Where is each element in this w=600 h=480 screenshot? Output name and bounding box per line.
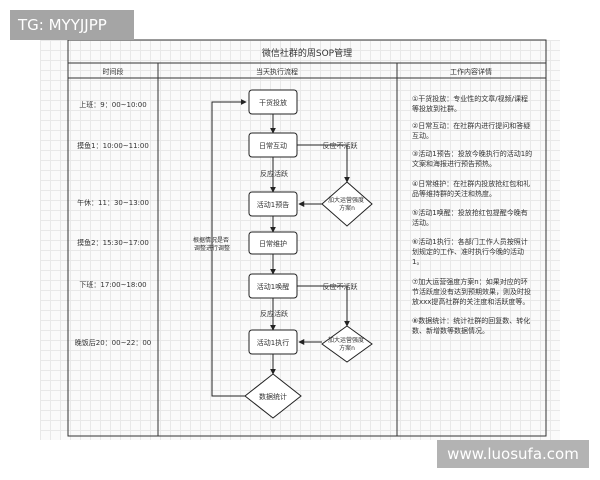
detail-line: 互动。 [412, 131, 433, 140]
process-step: 活动1执行 [248, 329, 298, 355]
connectors [211, 99, 350, 397]
details-column: ①干货投放：专业性的文章/视频/课程等投放到社群。 ②日常互动：在社群内进行提问和… [412, 94, 532, 335]
swimlane-table [67, 39, 547, 437]
watermark-top: TG: MYYJJPP [10, 10, 134, 40]
detail-item: ⑥活动1执行：各部门工作人员按照计划规定的工作、准时执行今晚的活动 1。 [412, 237, 528, 266]
col-header-details: 工作内容详情 [450, 67, 492, 76]
process-step-label: 日常互动 [259, 141, 287, 150]
detail-line: 文案和海报进行预告预热。 [412, 159, 496, 168]
time-slot: 午休：11：30~13:00 [77, 198, 149, 207]
time-slot: 晚饭后20：00~22：00 [75, 338, 152, 347]
detail-line: 活动。 [412, 218, 433, 227]
col-header-process: 当天执行流程 [256, 67, 298, 76]
detail-item: ②日常互动：在社群内进行提问和答疑互动。 [412, 121, 530, 140]
detail-item: ③活动1预告：投放今晚执行的活动1的文案和海报进行预告预热。 [412, 149, 532, 168]
decision-label: 数据统计 [259, 392, 287, 401]
detail-line: ②日常互动：在社群内进行提问和答疑 [412, 121, 530, 130]
detail-line: ⑤活动1唤醒：投放抢红包提醒今晚有 [412, 208, 528, 217]
detail-line: ①干货投放：专业性的文章/视频/课程 [412, 94, 528, 103]
edge-labels: 反应不活跃 反应活跃 反应不活跃 反应活跃 [260, 141, 358, 318]
process-step: 活动1唤醒 [248, 273, 298, 299]
time-slot: 摸鱼2：15:30~17:00 [77, 238, 149, 247]
process-steps: 干货投放 日常互动 活动1预告 日常维护 活动1唤醒 活动1执行 [248, 89, 298, 355]
process-step-label: 活动1执行 [257, 338, 289, 347]
process-step: 活动1预告 [248, 191, 298, 217]
detail-line: ⑧数据统计：统计社群的回复数、转化 [412, 316, 530, 325]
detail-line: ⑥活动1执行：各部门工作人员按照计 [412, 237, 528, 246]
decision-label: 加大运营强度 方案n [328, 196, 366, 212]
detail-line: 节活跃度没有达到预期效果，则及时投 [412, 287, 531, 296]
detail-line: 品等维持群的关注和热度。 [412, 189, 496, 198]
decision-node: 加大运营强度 方案n [321, 325, 373, 363]
feedback-label: 根据情况是否 调整进行调整 [193, 236, 231, 252]
process-step-label: 活动1唤醒 [257, 282, 289, 291]
detail-item: ⑧数据统计：统计社群的回复数、转化数、新增数等数据情况。 [412, 316, 530, 335]
edge-label: 反应活跃 [260, 309, 288, 318]
detail-line: 数、新增数等数据情况。 [412, 326, 489, 335]
process-step-label: 干货投放 [259, 98, 287, 107]
detail-item: ⑤活动1唤醒：投放抢红包提醒今晚有活动。 [412, 208, 528, 227]
col-header-time: 时间段 [103, 67, 124, 76]
detail-line: 等投放到社群。 [412, 104, 461, 113]
process-step: 干货投放 [248, 89, 298, 115]
process-step: 日常维护 [248, 231, 298, 255]
detail-item: ④日常维护：在社群内投放抢红包和礼品等维持群的关注和热度。 [412, 179, 530, 198]
detail-line: 1。 [412, 258, 423, 266]
detail-line: ③活动1预告：投放今晚执行的活动1的 [412, 149, 532, 158]
decision-line: 方案n [339, 344, 355, 352]
diagram-background [40, 40, 560, 440]
decision-label: 加大运营强度 方案n [328, 336, 366, 352]
feedback-line: 根据情况是否 [193, 236, 229, 244]
edge-label: 反应不活跃 [323, 141, 358, 150]
decision-nodes: 加大运营强度 方案n 加大运营强度 方案n 数据统计 [244, 181, 373, 419]
detail-line: 放xxx提高社群的关注度和活跃度等。 [412, 297, 529, 306]
time-slot: 摸鱼1：10:00~11:00 [77, 141, 149, 150]
edge-label: 反应不活跃 [323, 282, 358, 291]
decision-line: 加大运营强度 [328, 196, 364, 204]
decision-line: 加大运营强度 [328, 336, 364, 344]
diagram-title: 微信社群的周SOP管理 [262, 47, 352, 59]
detail-item: ⑦加大运营强度方案n：如果对应的环节活跃度没有达到预期效果，则及时投放xxx提高… [412, 277, 531, 306]
decision-node: 数据统计 [244, 373, 302, 419]
process-step-label: 日常维护 [259, 239, 287, 248]
process-step-label: 活动1预告 [257, 200, 289, 209]
feedback-line: 调整进行调整 [194, 244, 230, 252]
detail-line: ⑦加大运营强度方案n：如果对应的环 [412, 277, 528, 286]
time-slot: 下班：17:00~18:00 [79, 280, 146, 289]
time-slots: 上班：9：00~10:00 摸鱼1：10:00~11:00 午休：11：30~1… [75, 100, 152, 347]
watermark-bottom: www.luosufa.com [437, 440, 589, 468]
detail-line: ④日常维护：在社群内投放抢红包和礼 [412, 179, 530, 188]
detail-line: 划规定的工作、准时执行今晚的活动 [412, 247, 524, 256]
process-step: 日常互动 [248, 132, 298, 158]
decision-line: 方案n [339, 204, 355, 212]
decision-node: 加大运营强度 方案n [321, 181, 373, 227]
time-slot: 上班：9：00~10:00 [79, 100, 146, 109]
detail-item: ①干货投放：专业性的文章/视频/课程等投放到社群。 [412, 94, 528, 113]
edge-label: 反应活跃 [260, 169, 288, 178]
